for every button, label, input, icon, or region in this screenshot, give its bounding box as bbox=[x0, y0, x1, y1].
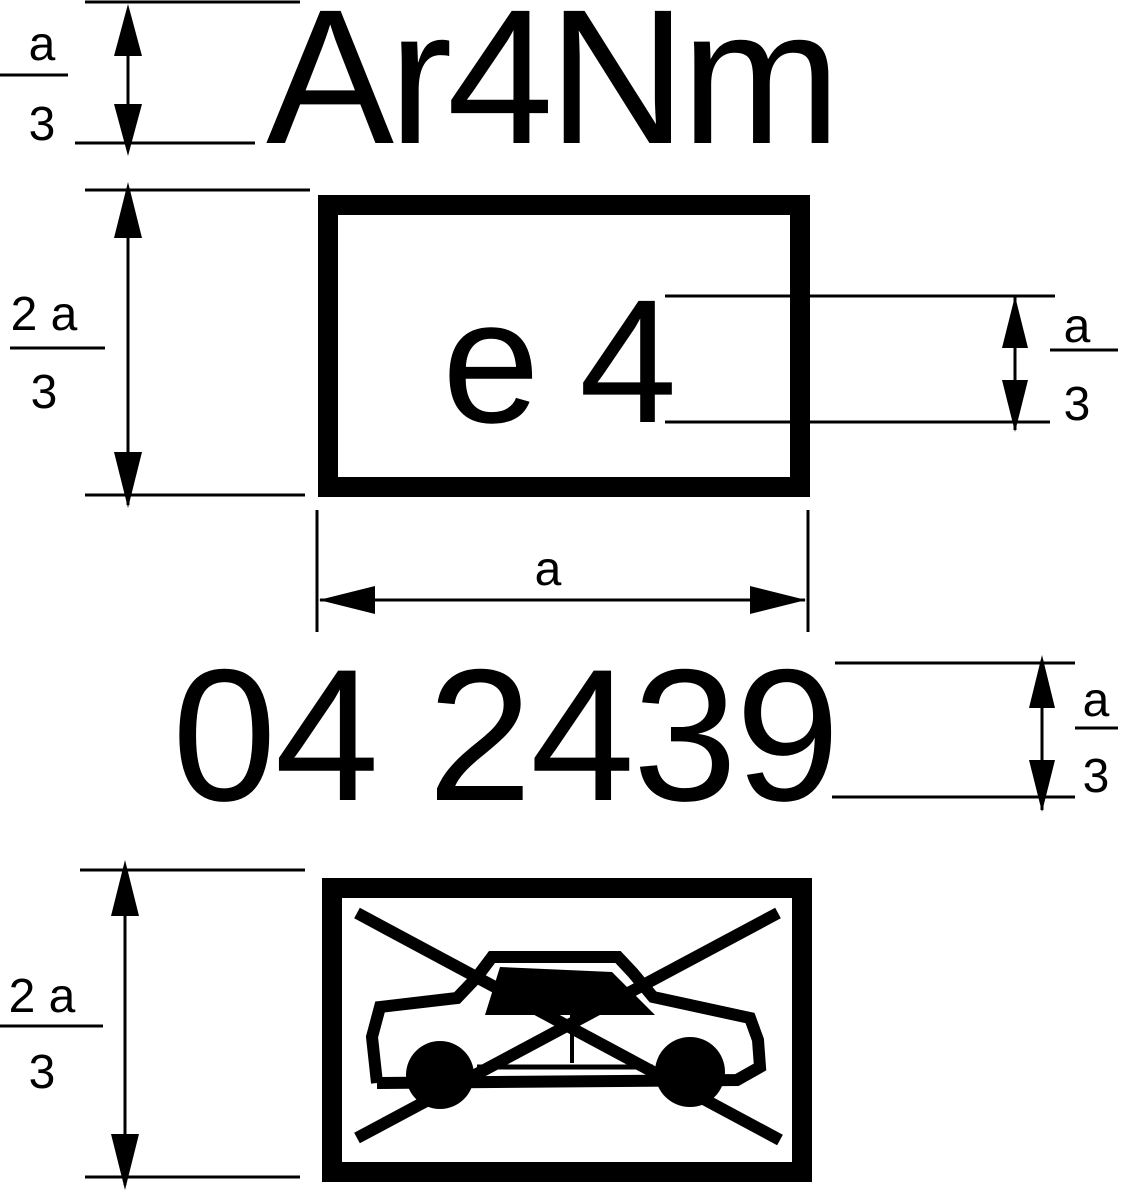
fraction-numerator: a bbox=[1083, 674, 1110, 727]
number-height-dimension: a 3 bbox=[832, 655, 1118, 812]
frame-width-dimension: a bbox=[315, 510, 810, 632]
top-text-dimension: a 3 bbox=[0, 0, 300, 156]
mark-height-dimension: a 3 bbox=[665, 294, 1118, 432]
approval-number: 04 2439 bbox=[172, 630, 840, 840]
fraction-denominator: 3 bbox=[1083, 750, 1110, 803]
top-text: Ar4Nm bbox=[266, 0, 841, 184]
fraction-denominator: 3 bbox=[29, 1046, 56, 1099]
car-crossed-out-icon bbox=[354, 907, 783, 1146]
country-mark: e4 bbox=[442, 264, 677, 460]
fraction-numerator: a bbox=[29, 18, 56, 71]
fraction-denominator: 3 bbox=[1064, 378, 1091, 431]
pictogram-height-dimension: 2 a 3 bbox=[0, 860, 305, 1190]
fraction-denominator: 3 bbox=[29, 98, 56, 151]
pictogram-frame bbox=[322, 878, 812, 1182]
fraction-denominator: 3 bbox=[31, 366, 58, 419]
fraction-numerator: a bbox=[1064, 300, 1091, 353]
frame-height-dimension: 2 a 3 bbox=[10, 182, 310, 508]
width-label: a bbox=[535, 543, 562, 596]
fraction-numerator: 2 a bbox=[9, 970, 76, 1023]
country-mark-frame bbox=[318, 195, 810, 497]
fraction-numerator: 2 a bbox=[11, 288, 78, 341]
dimension-arrow bbox=[114, 4, 142, 156]
